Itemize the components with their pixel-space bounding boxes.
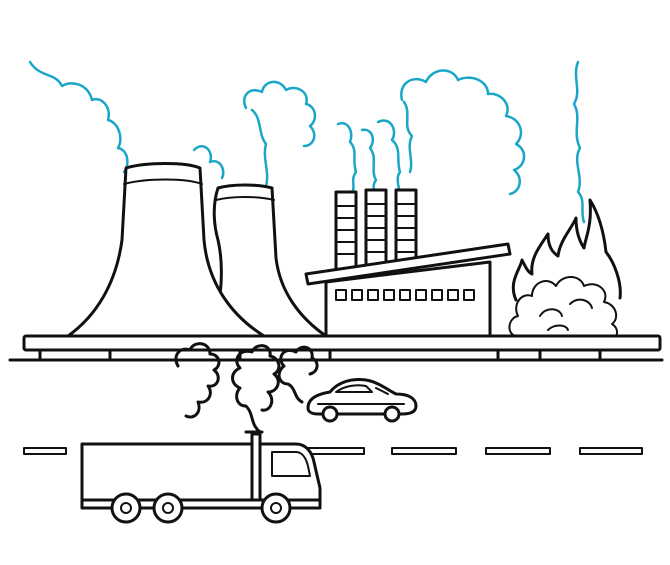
car-wheel (383, 405, 401, 423)
truck-wheel (152, 492, 184, 524)
smoke-cloud-right-b (402, 100, 414, 174)
road-dash (391, 447, 457, 455)
smoke-plume-fire (572, 60, 586, 224)
truck-exhaust-pipe (250, 432, 262, 502)
exhaust-smoke-car (277, 345, 319, 404)
factory-roof (304, 242, 512, 286)
platform (8, 334, 664, 362)
smoke-plume-1 (336, 121, 358, 194)
smoke-cloud-middle-b (250, 108, 269, 188)
truck-wheel (260, 492, 292, 524)
truck-window (271, 451, 311, 477)
smoke-cloud-middle (243, 80, 317, 148)
smoke-cloud-left (28, 60, 129, 174)
chimney (364, 188, 388, 274)
factory (304, 242, 512, 338)
factory-windows (335, 289, 475, 301)
cooling-tower-back-band (215, 196, 275, 201)
chimney (334, 190, 358, 274)
chimney (394, 188, 418, 274)
cooling-tower-front (66, 162, 266, 338)
road-markings (23, 447, 643, 455)
cooling-tower-front-band (123, 178, 203, 185)
truck-wheel (110, 492, 142, 524)
smoke-cloud-right (400, 69, 526, 196)
truck-chassis (80, 498, 322, 510)
sky-smoke (28, 60, 586, 224)
smoke-plume-2 (360, 128, 378, 198)
smoke-cloud-left-b (192, 145, 225, 180)
road-dash (23, 447, 67, 455)
truck (80, 430, 322, 524)
road-dash (485, 447, 551, 455)
exhaust-smoke-truck (231, 344, 281, 434)
chimney-group (334, 188, 418, 274)
car-wheel (321, 405, 339, 423)
platform-legs (38, 348, 602, 362)
exhaust-smoke (174, 342, 319, 434)
fire-cloud (508, 276, 619, 344)
car (306, 378, 418, 423)
smoke-plume-3 (376, 119, 402, 198)
fire (508, 198, 622, 344)
exhaust-smoke-puff-left (174, 342, 221, 419)
fire-flames (511, 198, 622, 302)
truck-trailer (80, 442, 260, 504)
cooling-tower-group (66, 162, 328, 338)
platform-top (22, 334, 662, 352)
road-dash (579, 447, 643, 455)
